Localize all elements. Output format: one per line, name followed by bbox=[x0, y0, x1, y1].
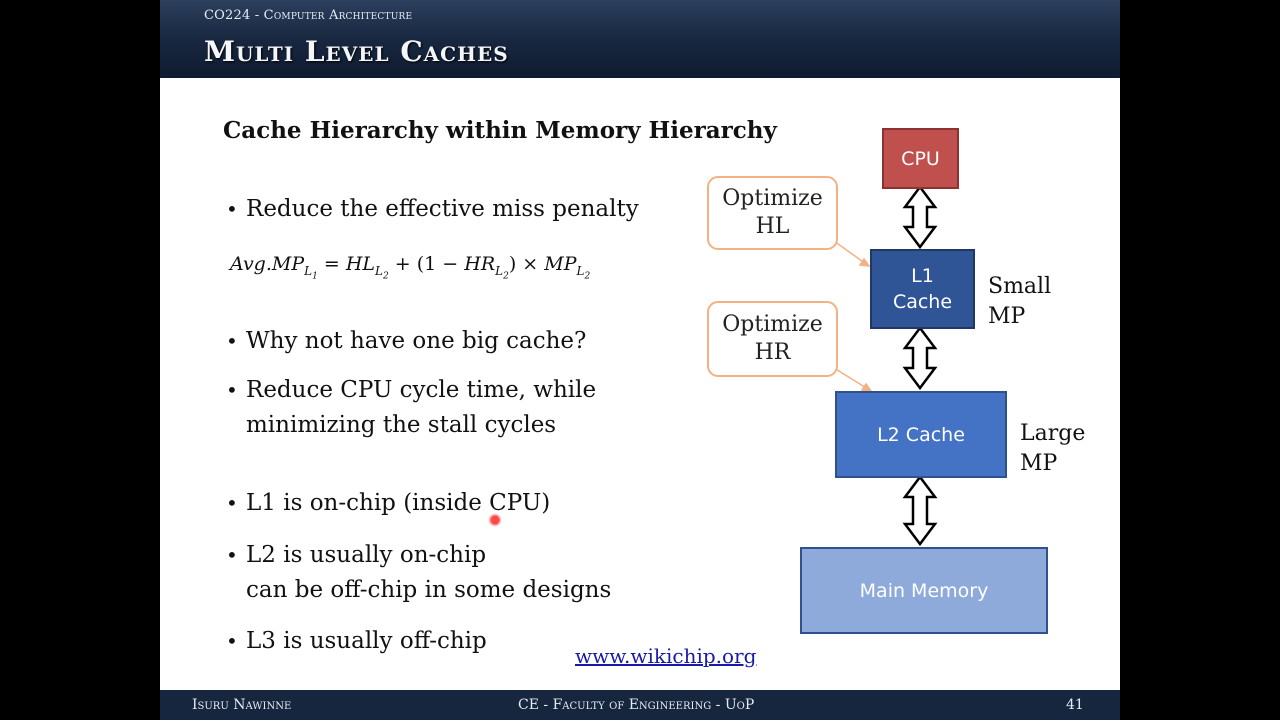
bullet-text-continuation: minimizing the stall cycles bbox=[246, 412, 557, 438]
footer-author: Isuru Nawinne bbox=[192, 697, 292, 713]
bullet-text: Reduce the effective miss penalty bbox=[246, 196, 639, 222]
formula-hl-sub: L bbox=[375, 263, 384, 278]
cpu-box: CPU bbox=[882, 128, 959, 189]
small-mp-label: Small MP bbox=[988, 272, 1051, 332]
l2-cache-box: L2 Cache bbox=[835, 391, 1007, 478]
bullet-dot: • bbox=[226, 543, 238, 567]
bullet-dot: • bbox=[226, 197, 238, 221]
l2-main-memory-double-arrow bbox=[902, 474, 938, 547]
wikichip-link[interactable]: www.wikichip.org bbox=[575, 644, 757, 668]
optimize-hl-connector bbox=[833, 240, 867, 265]
formula-hr: HR bbox=[464, 253, 496, 275]
optimize-hr-callout: Optimize HR bbox=[707, 301, 838, 377]
formula-lhs-subsub: 1 bbox=[312, 271, 318, 282]
slide-title: Multi Level Caches bbox=[204, 35, 509, 68]
optimize-hl-line2: HL bbox=[755, 214, 790, 239]
main-memory-box: Main Memory bbox=[800, 547, 1048, 634]
cpu-l1-double-arrow bbox=[902, 184, 938, 250]
optimize-hr-arrowhead bbox=[860, 382, 873, 392]
formula-mp: MP bbox=[544, 253, 577, 275]
optimize-hl-line1: Optimize bbox=[722, 186, 823, 211]
l1-cache-box: L1 Cache bbox=[870, 249, 975, 329]
slide-footer: Isuru Nawinne CE - Faculty of Engineerin… bbox=[160, 690, 1120, 720]
small-mp-line2: MP bbox=[988, 304, 1026, 329]
formula-times: ) × bbox=[508, 253, 539, 275]
bullet-text: Reduce CPU cycle time, while bbox=[246, 377, 597, 403]
optimize-hr-line1: Optimize bbox=[722, 312, 823, 337]
optimize-hr-line2: HR bbox=[754, 340, 791, 365]
optimize-hl-arrowhead bbox=[858, 257, 871, 267]
formula-mp-subsub: 2 bbox=[584, 271, 591, 282]
formula-hr-sub: L bbox=[495, 263, 504, 278]
optimize-hl-callout: Optimize HL bbox=[707, 176, 838, 250]
small-mp-line1: Small bbox=[988, 274, 1052, 299]
formula-lhs-sub: L bbox=[304, 263, 313, 278]
bullet-text: L3 is usually off-chip bbox=[246, 628, 487, 654]
formula-hr-subsub: 2 bbox=[503, 271, 509, 282]
bullet-dot: • bbox=[226, 491, 238, 515]
l1-cache-label-line2: Cache bbox=[892, 291, 953, 313]
l1-l2-double-arrow bbox=[902, 325, 938, 391]
large-mp-line1: Large bbox=[1020, 421, 1086, 446]
course-title: CO224 - Computer Architecture bbox=[204, 8, 413, 23]
formula-hl: HL bbox=[345, 253, 376, 275]
formula-plus: + (1 − bbox=[394, 253, 459, 275]
bullet-dot: • bbox=[226, 629, 238, 653]
memory-hierarchy-arrows bbox=[833, 184, 938, 547]
slide-header: CO224 - Computer Architecture Multi Leve… bbox=[160, 0, 1120, 78]
large-mp-line2: MP bbox=[1020, 451, 1058, 476]
miss-penalty-formula: Avg.MPL1 = HLL2 + (1 − HRL2) × MPL2 bbox=[230, 253, 590, 281]
section-heading: Cache Hierarchy within Memory Hierarchy bbox=[223, 117, 777, 144]
bullet-dot: • bbox=[226, 329, 238, 353]
bullet-text: L2 is usually on-chip bbox=[246, 542, 487, 568]
formula-equals: = bbox=[323, 253, 340, 275]
bullet-text: L1 is on-chip (inside CPU) bbox=[246, 490, 551, 516]
optimize-hr-connector bbox=[833, 367, 869, 390]
slide: CO224 - Computer Architecture Multi Leve… bbox=[160, 0, 1120, 720]
footer-page-number: 41 bbox=[1066, 697, 1084, 713]
formula-lhs: Avg.MP bbox=[230, 253, 305, 275]
large-mp-label: Large MP bbox=[1020, 419, 1085, 479]
formula-hl-subsub: 2 bbox=[383, 271, 389, 282]
footer-department: CE - Faculty of Engineering - UoP bbox=[518, 697, 755, 713]
bullet-text-continuation: can be off-chip in some designs bbox=[246, 577, 612, 603]
l1-cache-label: L1 bbox=[911, 265, 934, 287]
bullet-dot: • bbox=[226, 378, 238, 402]
laser-pointer-icon bbox=[488, 513, 502, 527]
formula-mp-sub: L bbox=[576, 263, 585, 278]
bullet-text: Why not have one big cache? bbox=[246, 328, 587, 354]
